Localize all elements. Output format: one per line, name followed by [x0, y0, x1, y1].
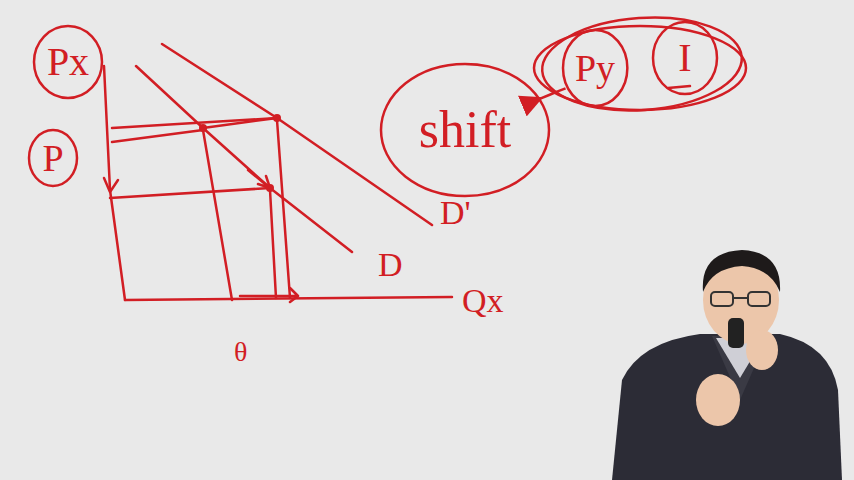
group-ellipse [539, 11, 745, 117]
node-text: Py [575, 49, 615, 87]
lecturer-figure [612, 250, 842, 480]
circled-label: Py [561, 28, 629, 108]
price-guide [110, 188, 270, 198]
axis-label: Qx [462, 284, 504, 318]
axis-label: θ [234, 338, 247, 366]
equilibrium-dot [199, 124, 207, 132]
circled-label: I [651, 20, 719, 96]
equilibrium-dot [266, 184, 274, 192]
node-text: shift [419, 104, 511, 156]
circled-label: P [27, 128, 79, 188]
node-text: Px [47, 42, 89, 82]
circled-label: Px [32, 24, 104, 100]
quantity-arrow [240, 288, 298, 302]
demand-curve [136, 66, 352, 252]
axis-label: D [378, 248, 403, 282]
quantity-guide [203, 120, 290, 300]
circled-label: shift [379, 62, 551, 198]
quantity-axis [125, 297, 452, 300]
axis-label: D' [440, 196, 471, 230]
underline-mark [668, 86, 690, 88]
price-axis [104, 66, 125, 300]
move-arrow [248, 170, 270, 188]
node-text: I [678, 38, 691, 78]
equilibrium-dot [273, 114, 281, 122]
price-guide [112, 118, 277, 142]
node-text: P [42, 139, 63, 177]
axis-arrow [104, 178, 118, 192]
